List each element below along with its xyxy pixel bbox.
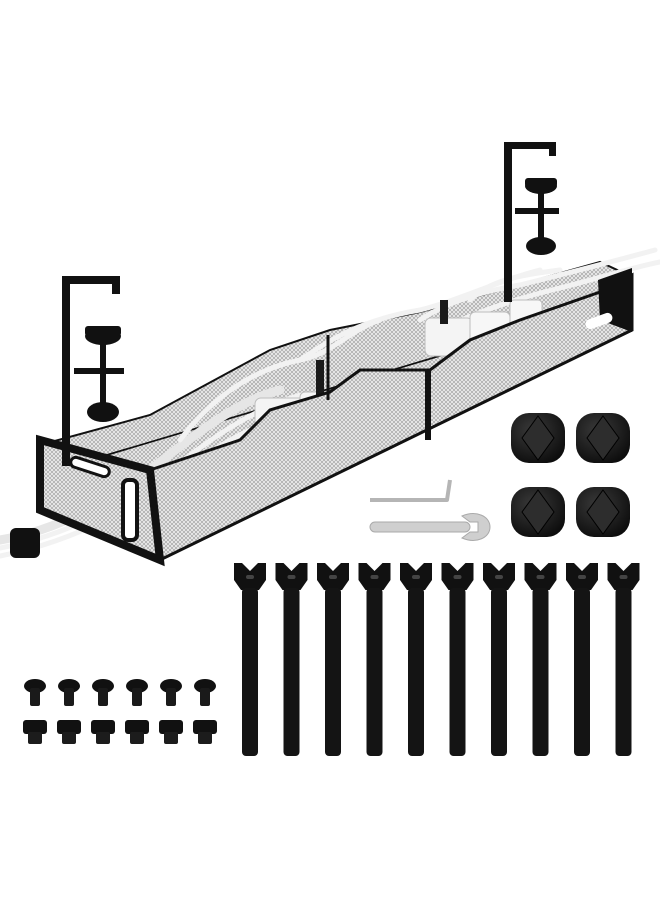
desk-clamp-icon [504, 142, 559, 302]
nut-icon [57, 720, 81, 744]
cable-clip-icon [576, 487, 630, 537]
cable-management-tray-icon [0, 247, 660, 567]
nut-icon [125, 720, 149, 744]
velcro-strap-icon [358, 563, 391, 756]
hex-key-icon [370, 479, 452, 502]
screw-icon [126, 679, 148, 706]
velcro-strap-icon [483, 563, 515, 756]
screw-icon [194, 679, 216, 706]
cable-clip-icon [576, 413, 630, 463]
velcro-strap-icon [566, 563, 598, 756]
cable-clip-icon [511, 487, 565, 537]
screw-icon [58, 679, 80, 706]
screw-icon [160, 679, 182, 706]
nut-icon [193, 720, 217, 744]
velcro-strap-icon [400, 563, 432, 756]
velcro-strap-icon [524, 563, 557, 756]
cable-clip-icon [511, 413, 565, 463]
desk-clamp-icon [62, 276, 124, 466]
cable-clips [511, 413, 630, 537]
nut-icon [23, 720, 47, 744]
screws-and-nuts [23, 679, 217, 744]
velcro-strap-icon [317, 563, 349, 756]
velcro-strap-icon [234, 563, 266, 756]
velcro-strap-icon [275, 563, 308, 756]
screw-icon [24, 679, 46, 706]
velcro-straps [234, 563, 640, 756]
wrench-icon [369, 513, 491, 541]
screw-icon [92, 679, 114, 706]
nut-icon [91, 720, 115, 744]
velcro-strap-icon [441, 563, 474, 756]
velcro-strap-icon [607, 563, 640, 756]
nut-icon [159, 720, 183, 744]
